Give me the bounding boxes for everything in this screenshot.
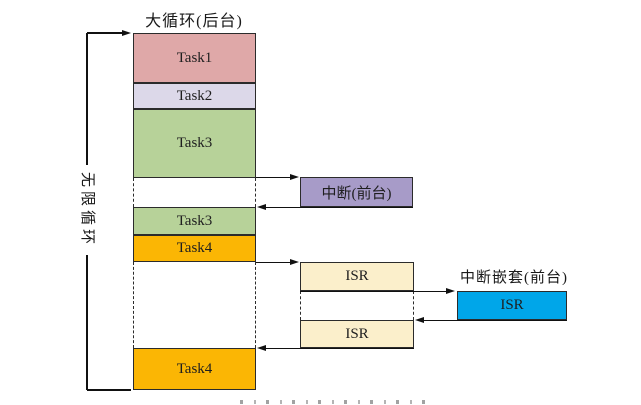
task3-label: Task3 xyxy=(176,212,213,229)
arrow-task4-to-isr-head-icon xyxy=(290,258,299,265)
task4-block-resumed: Task4 xyxy=(133,348,256,390)
arrow-isr-return-head-icon xyxy=(257,344,266,351)
loop-arrowhead-icon xyxy=(122,29,131,36)
task4-block-first: Task4 xyxy=(133,235,256,262)
arrow-task3-to-interrupt-head-icon xyxy=(290,173,299,180)
task3-block-first: Task3 xyxy=(133,109,256,178)
arrow-nested-return-line xyxy=(422,319,567,321)
arrow-task3-to-interrupt-line xyxy=(256,176,292,178)
interrupt-foreground-block: 中断(前台) xyxy=(300,177,413,207)
arrow-isr-to-nested-head-icon xyxy=(446,287,455,294)
caption-fragment xyxy=(240,400,430,404)
task1-block: Task1 xyxy=(133,33,256,83)
arrow-isr-to-nested-line xyxy=(300,290,448,292)
infinite-loop-label: 无限循环 xyxy=(78,165,96,255)
task3-label: Task3 xyxy=(176,135,213,151)
column-suspended-gap-1 xyxy=(133,178,256,207)
task4-label: Task4 xyxy=(176,360,213,377)
loop-line-top xyxy=(87,32,124,34)
isr-suspended-gap xyxy=(300,291,414,320)
nested-isr-label: ISR xyxy=(500,297,524,313)
task2-block: Task2 xyxy=(133,83,256,109)
isr-label: ISR xyxy=(345,325,369,342)
isr-label: ISR xyxy=(345,268,369,284)
column-suspended-gap-2 xyxy=(133,262,256,348)
nested-interrupt-title: 中断嵌套(前台) xyxy=(460,270,568,286)
task2-label: Task2 xyxy=(176,87,213,104)
interrupt-label: 中断(前台) xyxy=(321,185,392,202)
nested-isr-block: ISR xyxy=(457,291,567,320)
arrow-interrupt-return-head-icon xyxy=(257,203,266,210)
task1-label: Task1 xyxy=(176,49,213,66)
arrow-isr-return-line xyxy=(264,347,414,349)
task4-label: Task4 xyxy=(176,240,213,256)
isr-block-resumed: ISR xyxy=(300,320,414,348)
task3-block-resumed: Task3 xyxy=(133,207,256,235)
arrow-interrupt-return-line xyxy=(264,206,413,208)
loop-line-bottom xyxy=(87,389,131,391)
arrow-nested-return-head-icon xyxy=(415,316,424,323)
arrow-task4-to-isr-line xyxy=(256,261,292,263)
background-loop-title: 大循环(后台) xyxy=(145,13,243,30)
isr-block-first: ISR xyxy=(300,262,414,291)
